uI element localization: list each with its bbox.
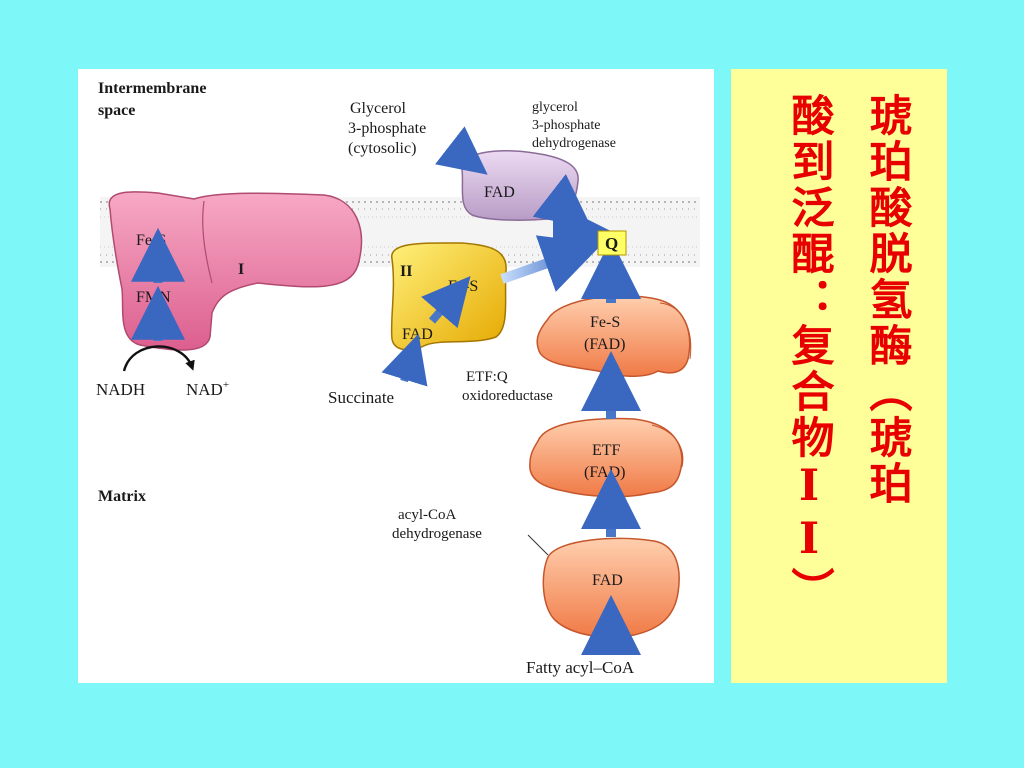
acyl-label-2: dehydrogenase <box>392 526 482 542</box>
etf-fad: (FAD) <box>584 464 625 481</box>
arrow-iifes-to-q <box>500 235 603 292</box>
g3pdh-fad: FAD <box>484 184 515 201</box>
acyl-fad: FAD <box>592 572 623 589</box>
nadh-label: NADH <box>96 380 145 399</box>
glycerol-line-2: 3-phosphate <box>348 120 426 137</box>
etfq-fes: Fe-S <box>590 314 620 331</box>
nadh-curve-arrow <box>122 345 195 372</box>
complex-i-fes: Fe-S <box>136 232 166 249</box>
electron-flow-arrows <box>131 126 641 656</box>
glycerol-line-1: Glycerol <box>350 100 407 117</box>
electron-transport-figure: Intermembrane space Matrix I Fe-S FMN II… <box>78 69 714 683</box>
space-label: space <box>98 102 135 119</box>
acyl-coa-dehydrogenase <box>542 537 680 639</box>
arrow-succinate-to-fad <box>381 333 428 387</box>
caption-column-2: 酸到泛醌：复合物II） <box>784 93 834 613</box>
intermembrane-label: Intermembrane <box>98 80 206 97</box>
etfq-fad: (FAD) <box>584 336 625 353</box>
glycerol-line-3: (cytosolic) <box>348 140 416 157</box>
succinate-label: Succinate <box>328 388 394 407</box>
matrix-label: Matrix <box>98 488 146 505</box>
etf-q-oxidoreductase <box>536 295 692 377</box>
fatty-acyl-label: Fatty acyl–CoA <box>526 658 635 677</box>
etfq-label-1: ETF:Q <box>466 369 508 385</box>
ubiquinone-box <box>597 230 627 256</box>
nad-label: NAD+ <box>186 379 229 399</box>
g3pdh-line-2: 3-phosphate <box>532 118 600 133</box>
complex-ii-roman: II <box>400 263 412 280</box>
acyl-leader-line <box>527 534 549 556</box>
g3pdh-line-3: dehydrogenase <box>532 136 616 151</box>
arrow-g3p-to-fad <box>435 126 488 175</box>
complex-ii-fad: FAD <box>402 326 433 343</box>
etf-name: ETF <box>592 442 621 459</box>
etf-protein <box>529 417 684 498</box>
complex-i-fmn: FMN <box>136 289 171 306</box>
ubiquinone-label: Q <box>605 234 618 253</box>
caption-column-1: 琥珀酸脱氢酶（琥珀 <box>862 93 912 507</box>
complex-i-roman: I <box>238 261 244 278</box>
arrow-g3pdh-to-q <box>532 174 592 229</box>
etfq-label-2: oxidoreductase <box>462 388 553 404</box>
acyl-label-1: acyl-CoA <box>398 507 456 523</box>
complex-i <box>108 191 363 351</box>
caption-box: 琥珀酸脱氢酶（琥珀 酸到泛醌：复合物II） <box>731 69 947 683</box>
arrow-iifad-to-fes <box>421 275 471 329</box>
g3pdh-line-1: glycerol <box>532 100 578 115</box>
